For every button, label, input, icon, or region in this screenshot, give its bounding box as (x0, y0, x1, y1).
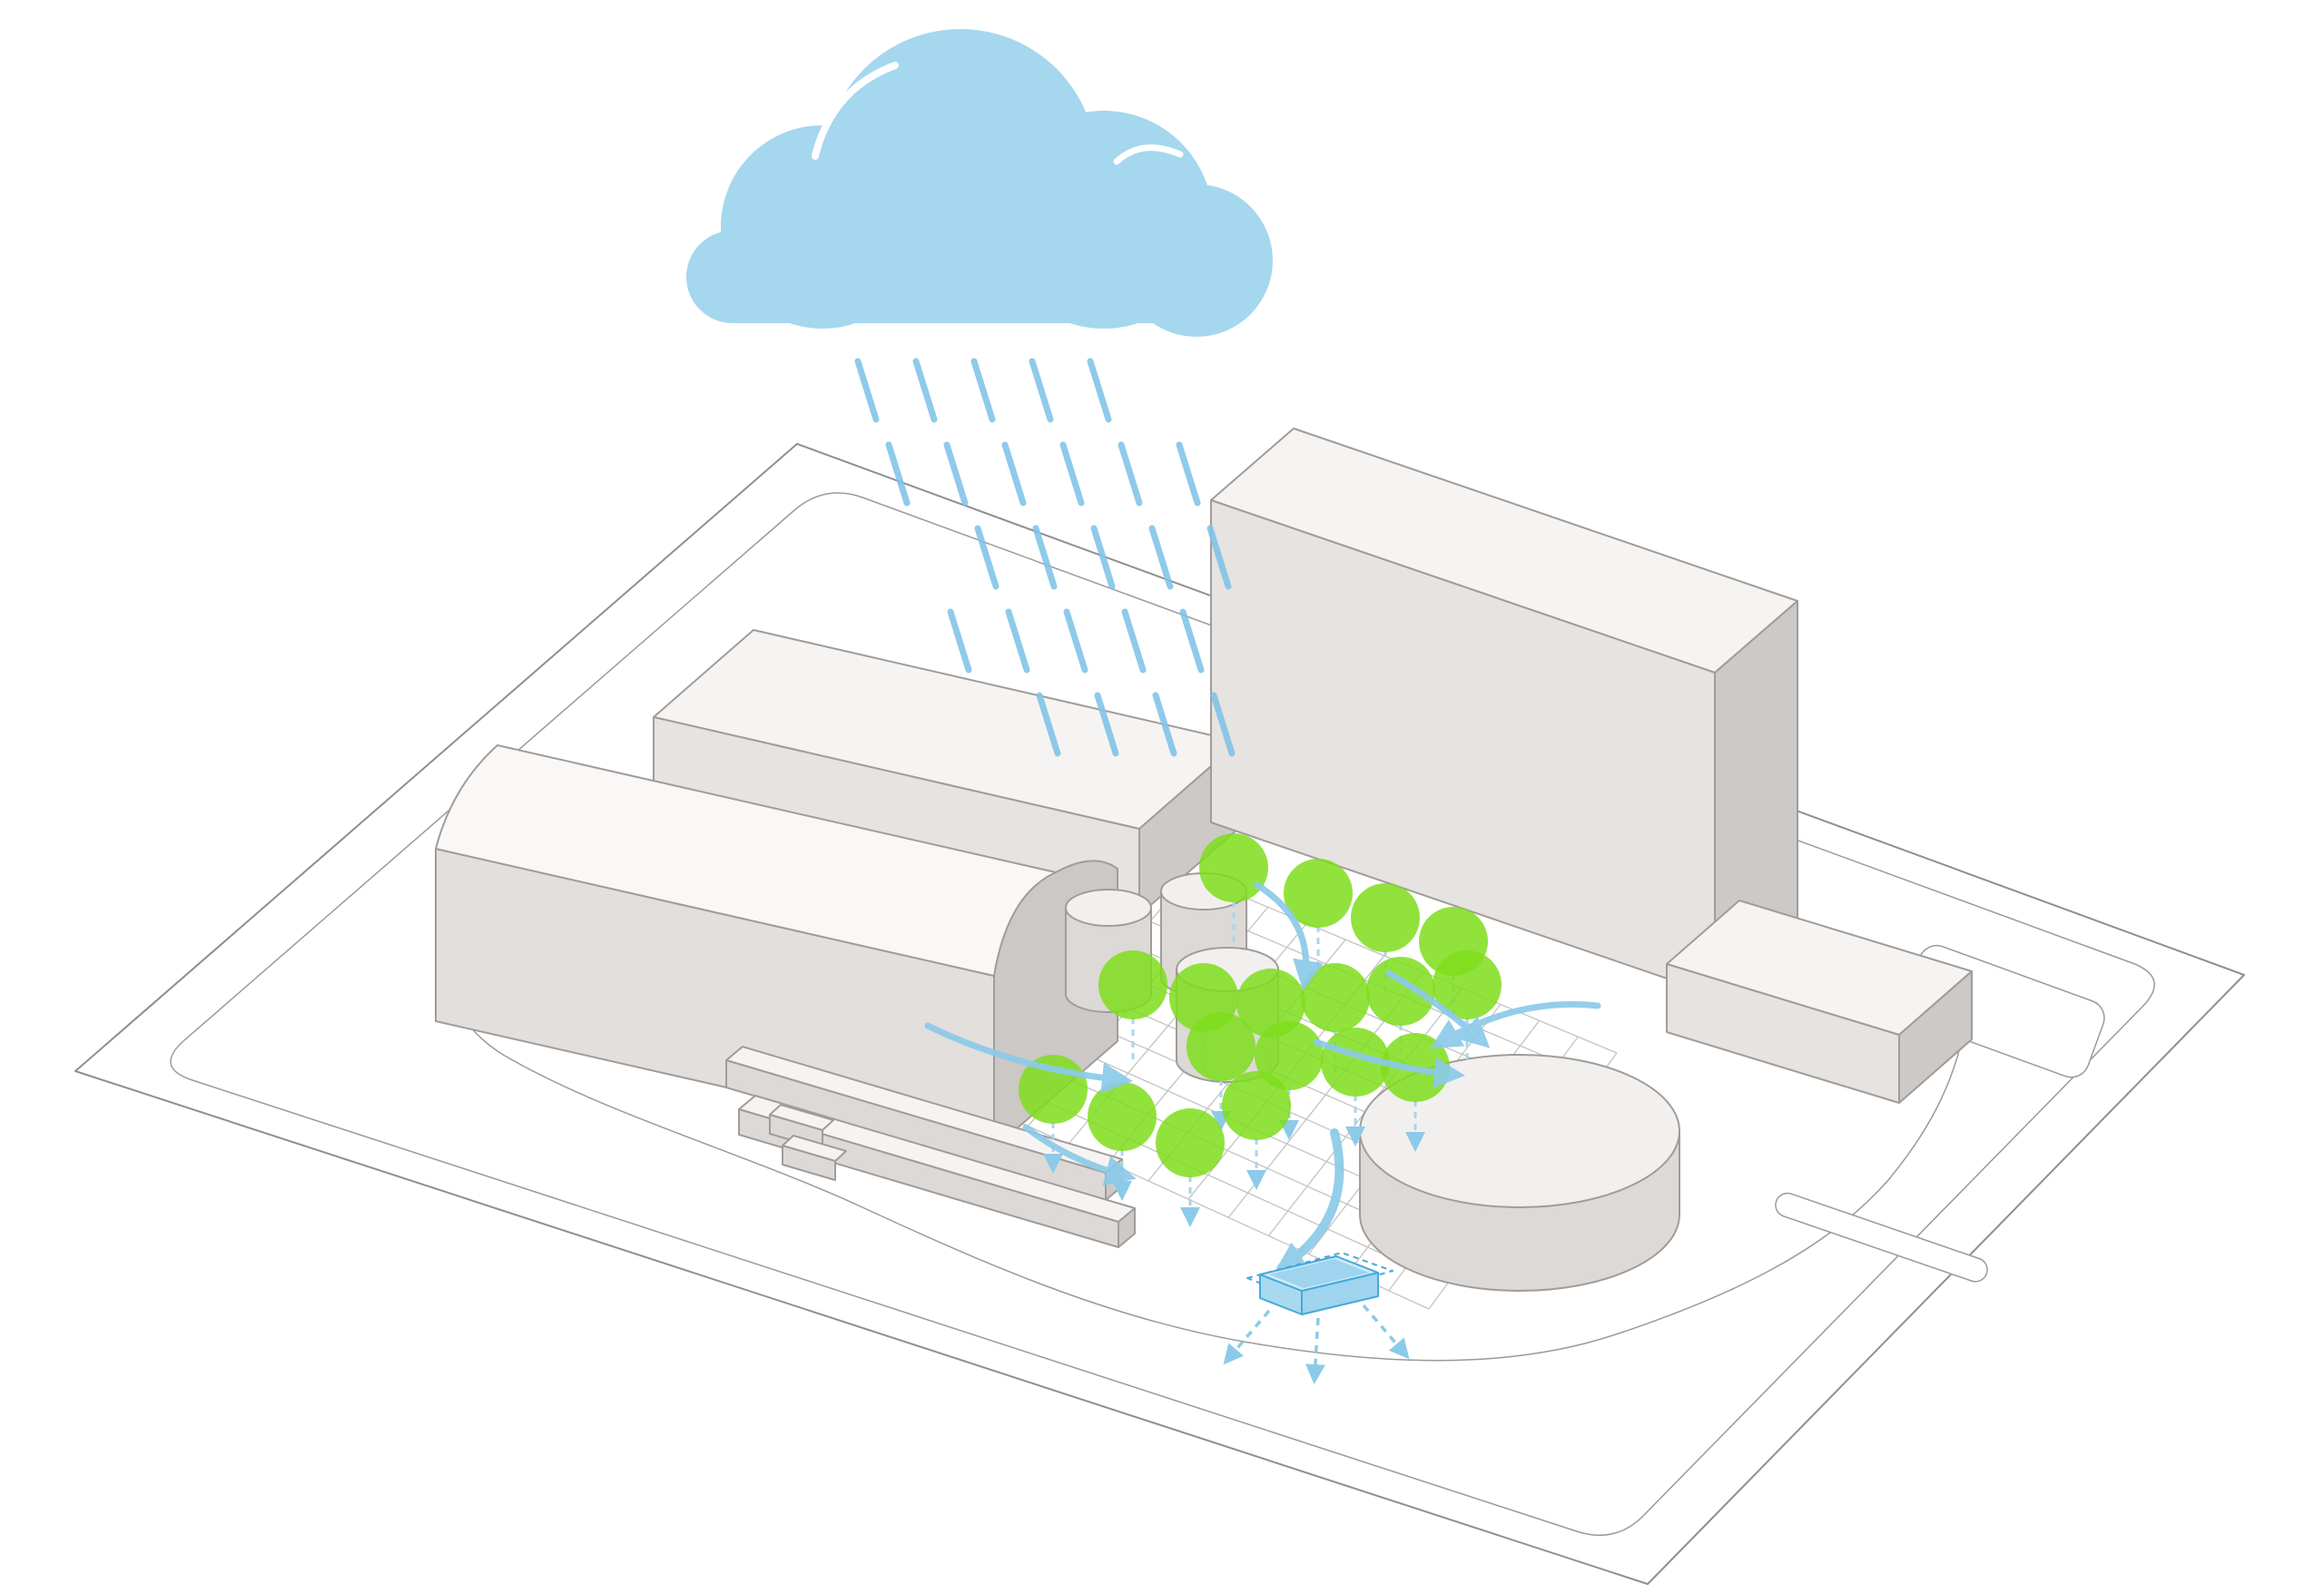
tree-canopy (1321, 1028, 1390, 1097)
trees (1019, 833, 1502, 1227)
basin-outflow-arrow (1362, 1304, 1410, 1360)
platform-end-face (1898, 970, 1973, 1104)
flow-arrow (1022, 1124, 1137, 1186)
low-platform-building (1666, 900, 1973, 1104)
tree-canopy (1222, 1071, 1291, 1140)
basin-outflow-arrow (1305, 1317, 1325, 1384)
tall-slab-building (1210, 428, 1798, 996)
rain-streak (943, 441, 969, 507)
buildings (435, 428, 1973, 1292)
cloud-highlight (1113, 144, 1184, 165)
tree-canopy (1255, 1021, 1324, 1090)
rain-streak (912, 358, 938, 423)
flow-arrow (1254, 881, 1324, 991)
rain-streak (1005, 608, 1030, 674)
rain-streak (970, 358, 996, 423)
rain-streak (947, 608, 972, 674)
rain-streak (1176, 441, 1201, 507)
rain-streak (854, 358, 880, 423)
tree-canopy (1433, 950, 1502, 1019)
tree-canopy (1284, 859, 1353, 928)
rain-streak (1121, 608, 1147, 674)
tree-canopy (1351, 883, 1420, 952)
tree-canopy (1366, 957, 1435, 1026)
large-round-tank (1359, 1054, 1680, 1292)
basin-outflow-arrow (1223, 1309, 1271, 1365)
rain-streak (1210, 692, 1236, 757)
tree-canopy (1301, 963, 1370, 1032)
rain-streak (1152, 692, 1177, 757)
rain-streak (1148, 525, 1174, 590)
flow-arrow (1313, 1038, 1465, 1088)
rain-streak (1087, 358, 1112, 423)
runoff-flow-arrows (924, 881, 1601, 1273)
infiltration-basin (1223, 1252, 1410, 1384)
rain-streak (1063, 608, 1088, 674)
tree-canopy (1236, 969, 1305, 1038)
cloud-highlight (812, 62, 899, 160)
rain-streak (1032, 525, 1058, 590)
rain-streak (1036, 692, 1061, 757)
basin-outflow-arrows (1223, 1304, 1410, 1384)
rain-streak (1029, 358, 1054, 423)
rain-streak (974, 525, 1000, 590)
tree-canopy (1199, 833, 1268, 902)
flow-arrow (924, 1022, 1133, 1094)
rain-streak (1090, 525, 1116, 590)
basin-outer-dashed (1246, 1252, 1393, 1299)
tree-canopy (1156, 1108, 1225, 1177)
rain-streak (1118, 441, 1143, 507)
tree-canopy (1187, 1012, 1256, 1081)
rain-streak (1001, 441, 1027, 507)
rain-streak (1094, 692, 1119, 757)
rain-streaks (854, 358, 1236, 757)
cloud-base (686, 231, 1231, 323)
tank1-top (1065, 889, 1152, 927)
rain-cloud-icon (686, 29, 1273, 337)
bar2-end (1118, 1207, 1136, 1248)
basin-water (1269, 1259, 1369, 1288)
rain-streak (1179, 608, 1205, 674)
site-path-outline (1775, 1192, 1988, 1283)
flow-arrow (1385, 969, 1491, 1048)
front-bars (725, 1046, 1136, 1248)
rain-streak (1206, 525, 1232, 590)
flow-arrow-main (1274, 1128, 1344, 1273)
tree-canopies (1019, 833, 1502, 1177)
tree-canopy (1088, 1082, 1157, 1151)
site-inner-contour (170, 492, 2155, 1537)
rain-streak (1059, 441, 1085, 507)
rain-streak (885, 441, 911, 507)
tree-canopy (1098, 950, 1167, 1019)
pad2-front (782, 1145, 836, 1181)
